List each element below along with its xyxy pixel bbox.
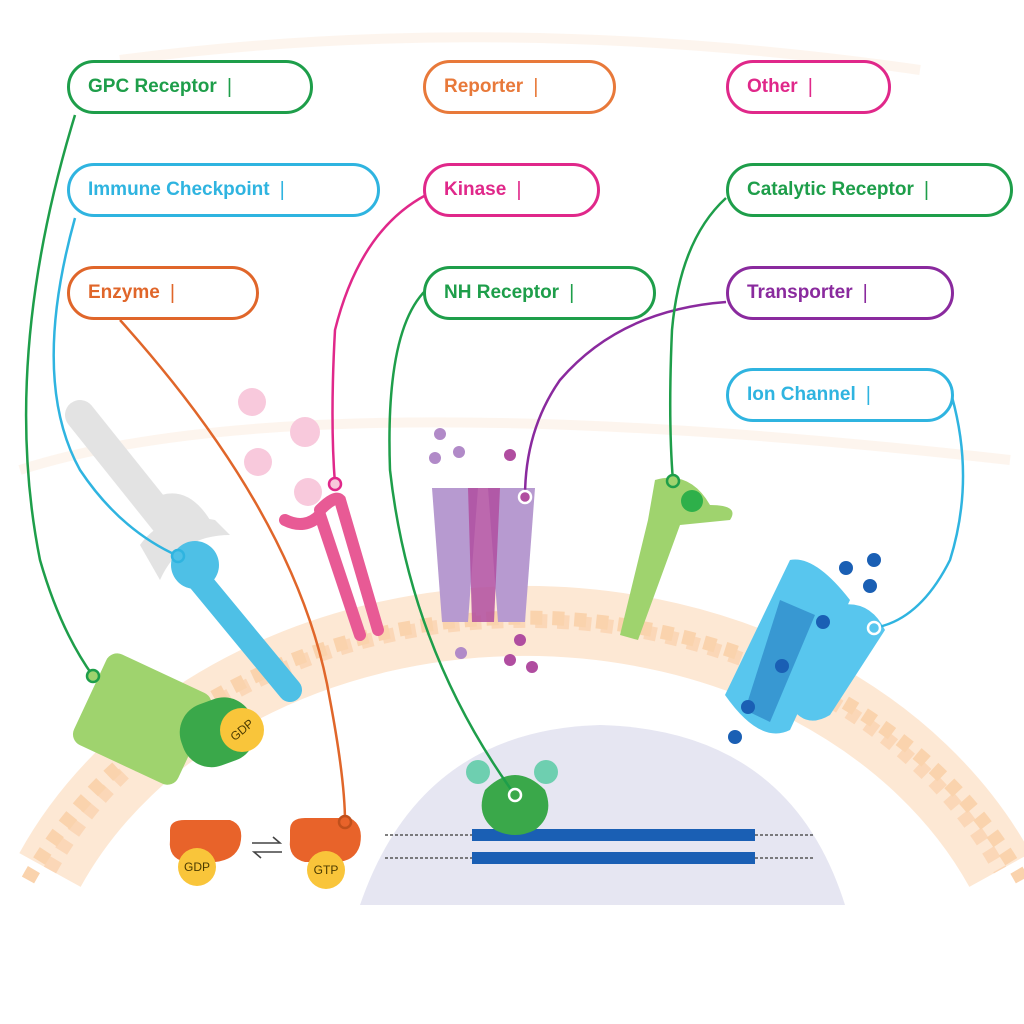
dna-strand-bottom: [472, 852, 755, 864]
dna-strand-top: [472, 829, 755, 841]
equilibrium-arrows-icon: [251, 836, 283, 859]
catalytic-receptor-leader: [668, 197, 727, 482]
label-enzyme[interactable]: Enzyme |: [67, 266, 259, 320]
catalytic-receptor-molecule: [620, 477, 733, 640]
label-nh-receptor-separator: |: [569, 281, 575, 304]
label-ion-channel-text: Ion Channel: [747, 384, 856, 405]
label-transporter-separator: |: [862, 281, 868, 304]
label-transporter-text: Transporter: [747, 282, 853, 303]
kinase-leader: [331, 193, 427, 485]
gdp-label-enzyme: GDP: [184, 860, 210, 874]
leader-lines: [24, 114, 965, 823]
kinase-molecule: [238, 388, 384, 641]
gpc-receptor-leader: [24, 114, 95, 677]
label-kinase-separator: |: [516, 178, 522, 201]
label-gpc-receptor-text: GPC Receptor: [88, 76, 217, 97]
ion-channel-leader: [873, 396, 965, 630]
label-enzyme-separator: |: [169, 281, 176, 304]
label-immune-checkpoint-text: Immune Checkpoint: [88, 179, 270, 200]
label-immune-checkpoint-separator: |: [279, 178, 285, 201]
label-gpc-receptor[interactable]: GPC Receptor |: [67, 60, 313, 114]
label-ion-channel-separator: |: [865, 383, 871, 406]
immune-checkpoint-leader: [52, 217, 179, 558]
label-nh-receptor[interactable]: NH Receptor |: [423, 266, 656, 320]
ion-channel-molecule: [725, 553, 885, 744]
enzyme-gdp-molecule: GDP: [169, 820, 242, 886]
nh-receptor-leader: [388, 289, 517, 796]
leader-endpoints: [85, 473, 882, 830]
label-enzyme-text: Enzyme: [88, 282, 160, 303]
label-nh-receptor-text: NH Receptor: [444, 282, 560, 303]
transporter-leader: [523, 300, 727, 498]
transporter-molecule: [429, 428, 538, 673]
label-other-text: Other: [747, 76, 798, 97]
label-other[interactable]: Other |: [726, 60, 891, 114]
label-reporter[interactable]: Reporter |: [423, 60, 616, 114]
label-gpc-receptor-separator: |: [226, 75, 233, 98]
label-other-separator: |: [807, 75, 813, 98]
label-kinase[interactable]: Kinase |: [423, 163, 600, 217]
label-kinase-text: Kinase: [444, 179, 507, 200]
label-catalytic-receptor-separator: |: [923, 178, 930, 201]
label-immune-checkpoint[interactable]: Immune Checkpoint |: [67, 163, 380, 217]
enzyme-leader: [119, 319, 347, 823]
gpc-receptor-molecule: GDP: [72, 653, 264, 785]
enzyme-gtp-molecule: GTP: [289, 818, 361, 889]
label-ion-channel[interactable]: Ion Channel |: [726, 368, 954, 422]
label-transporter[interactable]: Transporter |: [726, 266, 954, 320]
label-reporter-separator: |: [533, 75, 539, 98]
nh-receptor-molecule: [466, 760, 558, 835]
nucleus: [360, 725, 845, 905]
label-reporter-text: Reporter: [444, 76, 524, 97]
label-catalytic-receptor[interactable]: Catalytic Receptor |: [726, 163, 1013, 217]
label-catalytic-receptor-text: Catalytic Receptor: [747, 179, 914, 200]
gtp-label-enzyme: GTP: [314, 863, 339, 877]
